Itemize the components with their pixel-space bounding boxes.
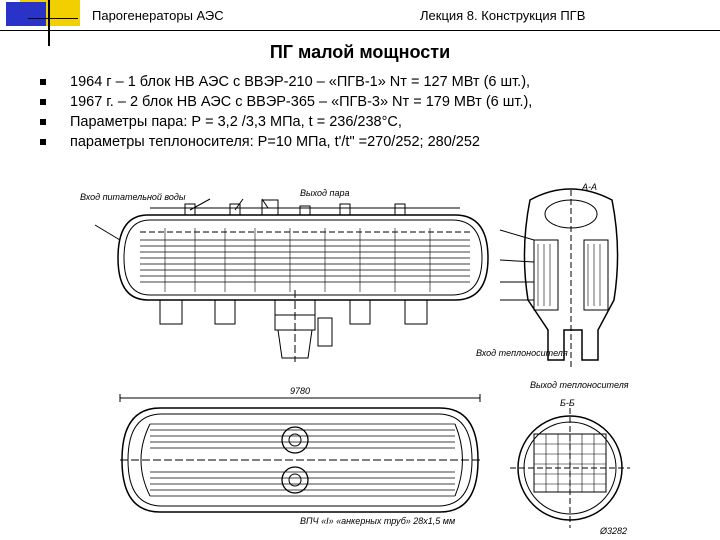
bullet-square-icon [40, 99, 46, 105]
label-coolant-out: Выход теплоносителя [530, 380, 629, 390]
logo-horizontal-line [28, 18, 78, 19]
label-section-bb: Б-Б [560, 398, 575, 408]
bullet-square-icon [40, 79, 46, 85]
side-view [94, 198, 489, 362]
label-water-in: Вход питательной воды [80, 192, 186, 202]
label-steam-out: Выход пара [300, 188, 349, 198]
label-dimension-length: 9780 [290, 386, 310, 396]
header-course: Парогенераторы АЭС [92, 8, 224, 23]
section-aa [499, 188, 619, 370]
label-section-aa: А-А [581, 182, 597, 192]
bullet-item: 1967 г. – 2 блок НВ АЭС с ВВЭР-365 – «ПГ… [40, 92, 532, 112]
label-caption: ВПЧ «I» «анкерных труб» 28x1,5 мм [300, 516, 455, 526]
bullet-square-icon [40, 139, 46, 145]
header-divider [0, 30, 720, 31]
plan-view [119, 394, 481, 513]
header-lecture: Лекция 8. Конструкция ПГВ [420, 8, 586, 23]
bullet-square-icon [40, 119, 46, 125]
bullet-item: Параметры пара: Р = 3,2 /3,3 МПа, t = 23… [40, 112, 532, 132]
logo-vertical-line [48, 0, 50, 46]
label-coolant-in: Вход теплоносителя [476, 348, 568, 358]
slide-title: ПГ малой мощности [269, 42, 451, 62]
bullet-list: 1964 г – 1 блок НВ АЭС с ВВЭР-210 – «ПГВ… [40, 72, 532, 152]
section-bb [510, 408, 630, 528]
bullet-item: 1964 г – 1 блок НВ АЭС с ВВЭР-210 – «ПГВ… [40, 72, 532, 92]
bullet-item: параметры теплоносителя: Р=10 МПа, t'/t"… [40, 132, 532, 152]
label-dimension-diameter: Ø3282 [599, 526, 627, 536]
logo-blue-square [6, 2, 46, 26]
